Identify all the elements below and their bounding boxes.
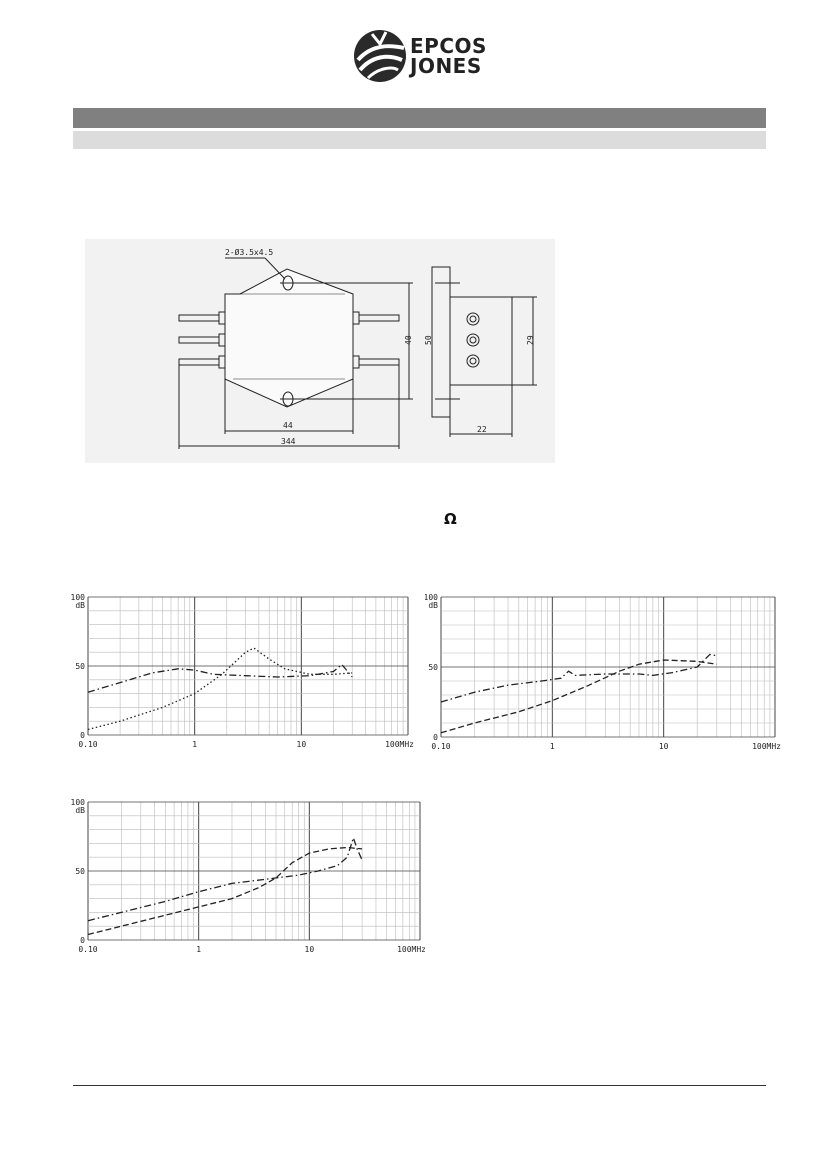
dim-label-29: 29 — [526, 335, 535, 345]
series-line-2 — [87, 647, 353, 731]
chart-grid — [87, 596, 409, 736]
terminal-left-1 — [178, 314, 220, 322]
impedance-symbol: Ω — [444, 510, 457, 528]
series-line-1 — [87, 835, 363, 922]
filter-body-outline — [224, 268, 354, 408]
x-tick-label: 10 — [305, 945, 315, 954]
dim-label-40: 40 — [404, 335, 413, 345]
y-axis-unit-label: dB — [428, 601, 438, 610]
chart-grid — [440, 596, 776, 738]
dim-label-22: 22 — [477, 425, 487, 434]
series-line-1 — [87, 663, 353, 693]
dimension-drawing: 2-Ø3.5x4.5 44 344 40 50 29 22 — [85, 239, 555, 463]
terminal-right-1 — [358, 314, 400, 322]
x-tick-label: 1 — [196, 945, 201, 954]
header-band-light — [73, 131, 766, 149]
x-tick-label: 100MHz — [752, 742, 781, 751]
y-tick-label: 0 — [433, 733, 438, 742]
company-logo: EPCOS JONES — [352, 26, 492, 86]
x-tick-label: 0.10 — [78, 740, 97, 749]
logo-emblem-icon — [354, 30, 406, 82]
x-tick-label: 1 — [550, 742, 555, 751]
x-tick-label: 100MHz — [385, 740, 414, 749]
dim-label-44: 44 — [283, 421, 293, 430]
y-tick-label: 100 — [425, 593, 438, 602]
dim-label-344: 344 — [281, 437, 296, 446]
hole-dimension-label: 2-Ø3.5x4.5 — [225, 247, 273, 257]
terminal-left-3 — [178, 358, 220, 366]
y-axis-unit-label: dB — [75, 806, 85, 815]
logo-text-line2: JONES — [410, 54, 482, 78]
logo-text-line1: EPCOS — [410, 34, 487, 58]
side-view-body — [449, 296, 513, 386]
terminal-right-2 — [358, 358, 400, 366]
chart-grid — [87, 801, 421, 941]
dim-label-50: 50 — [424, 335, 433, 345]
x-tick-label: 0.10 — [431, 742, 450, 751]
x-tick-label: 1 — [192, 740, 197, 749]
y-tick-label: 0 — [80, 936, 85, 945]
y-tick-label: 50 — [75, 662, 85, 671]
y-tick-label: 0 — [80, 731, 85, 740]
x-tick-label: 0.10 — [78, 945, 97, 954]
y-tick-label: 50 — [75, 867, 85, 876]
header-band-dark — [73, 108, 766, 128]
y-tick-label: 50 — [428, 663, 438, 672]
footer-rule — [73, 1085, 766, 1086]
y-axis-unit-label: dB — [75, 601, 85, 610]
x-tick-label: 10 — [659, 742, 669, 751]
terminal-left-2 — [178, 336, 220, 344]
y-tick-label: 100 — [71, 798, 86, 807]
series-line-1 — [440, 653, 717, 703]
side-view-flange — [431, 266, 451, 418]
x-tick-label: 10 — [297, 740, 307, 749]
x-tick-label: 100MHz — [397, 945, 425, 954]
y-tick-label: 100 — [71, 593, 86, 602]
series-line-2 — [440, 659, 717, 734]
series-line-2 — [87, 846, 363, 936]
